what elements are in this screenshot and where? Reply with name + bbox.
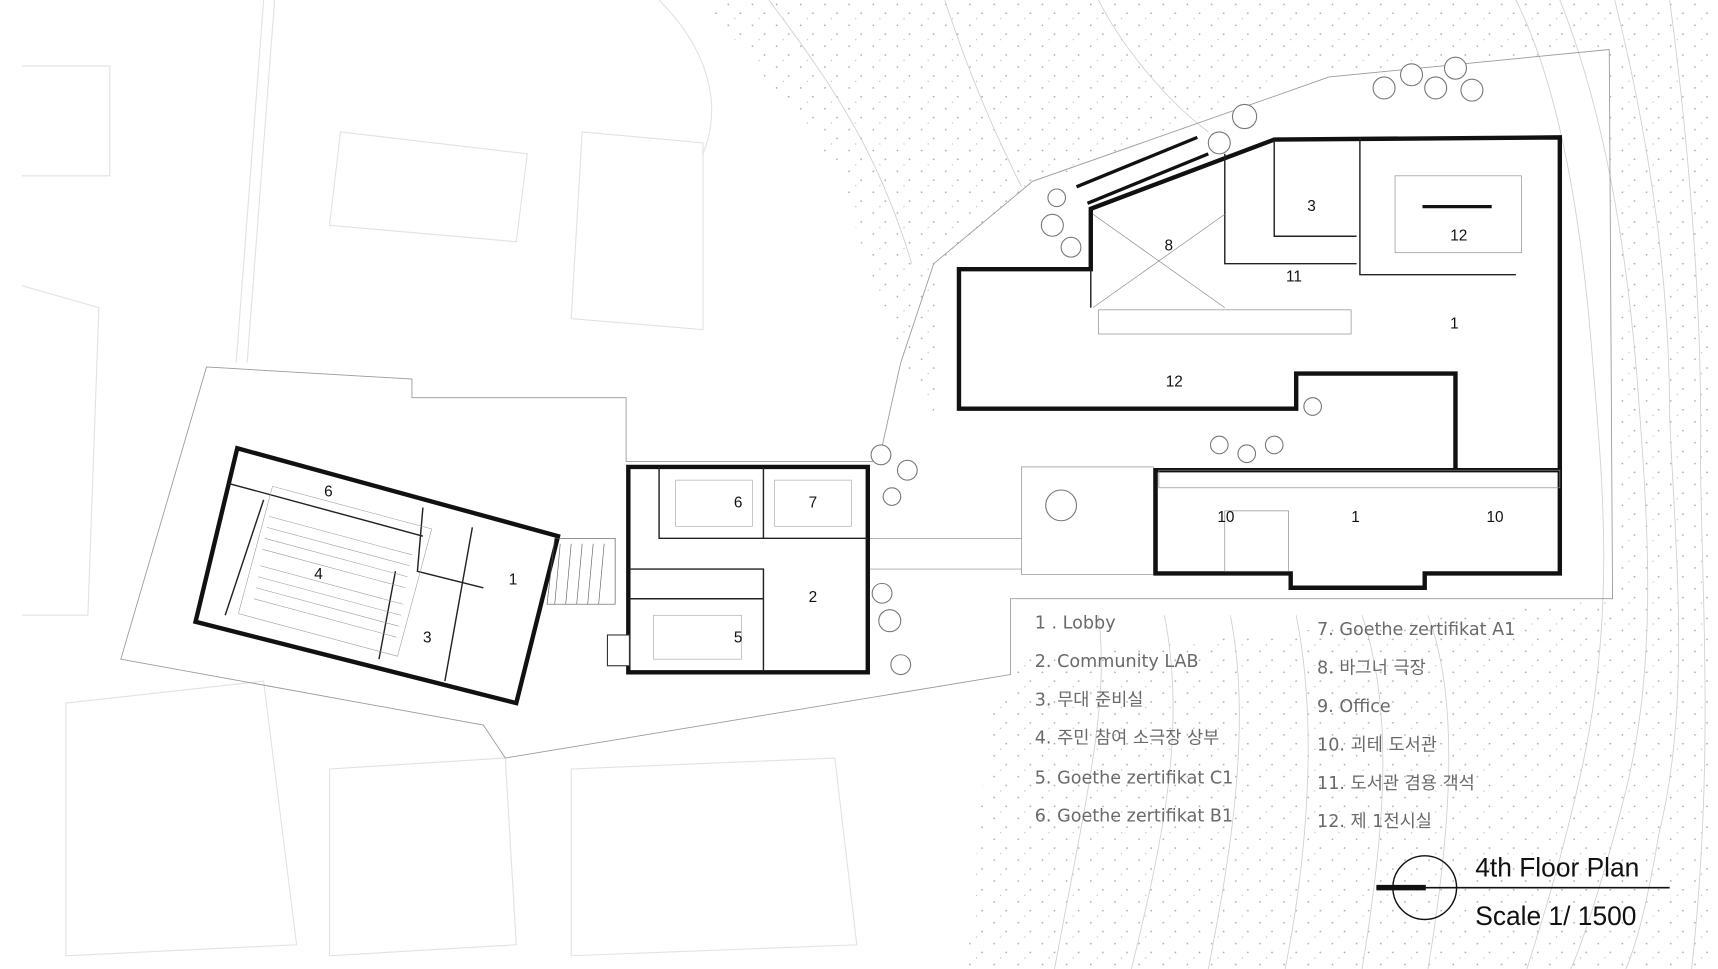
tree-icon	[1045, 489, 1078, 522]
room-label: 1	[509, 571, 518, 588]
room-label: 1	[1450, 316, 1459, 333]
room-label: 8	[1164, 238, 1173, 255]
trees	[870, 56, 1484, 676]
room-label: 7	[809, 495, 818, 512]
plan-title: 4th Floor Plan	[1475, 853, 1639, 883]
legend-item: 4. 주민 참여 소극장 상부	[1035, 729, 1220, 749]
legend-item: 3. 무대 준비실	[1035, 690, 1144, 710]
bridge-plaza	[1021, 466, 1154, 575]
room-label: 3	[423, 630, 432, 647]
room-label: 1	[1351, 509, 1360, 526]
title-block: 4th Floor Plan Scale 1/ 1500	[1376, 853, 1670, 931]
legend-item: 8. 바그너 극장	[1317, 658, 1426, 678]
room-label: 12	[1166, 374, 1183, 391]
legend-item: 12. 제 1전시실	[1317, 812, 1432, 832]
legend-item: 9. Office	[1317, 697, 1391, 717]
context-buildings	[21, 0, 858, 957]
legend-item: 7. Goethe zertifikat A1	[1317, 620, 1515, 640]
left-building: 6 4 1 3	[192, 445, 616, 706]
room-label: 4	[314, 566, 323, 583]
middle-building: 6 7 2 5	[606, 464, 870, 675]
room-label: 10	[1217, 509, 1234, 526]
room-label: 6	[324, 484, 333, 501]
legend-item: 2. Community LAB	[1035, 652, 1199, 672]
legend-item: 10. 괴테 도서관	[1317, 735, 1437, 755]
plan-scale: Scale 1/ 1500	[1475, 901, 1636, 931]
room-label: 3	[1307, 198, 1316, 215]
room-label: 12	[1450, 228, 1467, 245]
contour-lines	[768, 0, 1706, 969]
terrain-hatch	[703, 0, 1718, 969]
legend-item: 11. 도서관 겸용 객석	[1317, 774, 1475, 794]
room-legend: 1 . Lobby 2. Community LAB 3. 무대 준비실 4. …	[1035, 613, 1516, 832]
room-label: 6	[734, 495, 743, 512]
room-label: 5	[734, 630, 743, 647]
legend-item: 1 . Lobby	[1035, 613, 1116, 633]
site-boundary	[120, 49, 1613, 759]
room-label: 2	[809, 589, 818, 606]
room-label: 11	[1286, 268, 1302, 285]
room-label: 10	[1486, 509, 1503, 526]
legend-item: 6. Goethe zertifikat B1	[1035, 807, 1233, 827]
legend-item: 5. Goethe zertifikat C1	[1035, 768, 1234, 788]
right-building: 8 3 12 11 1 12 10 1 10	[956, 135, 1563, 590]
